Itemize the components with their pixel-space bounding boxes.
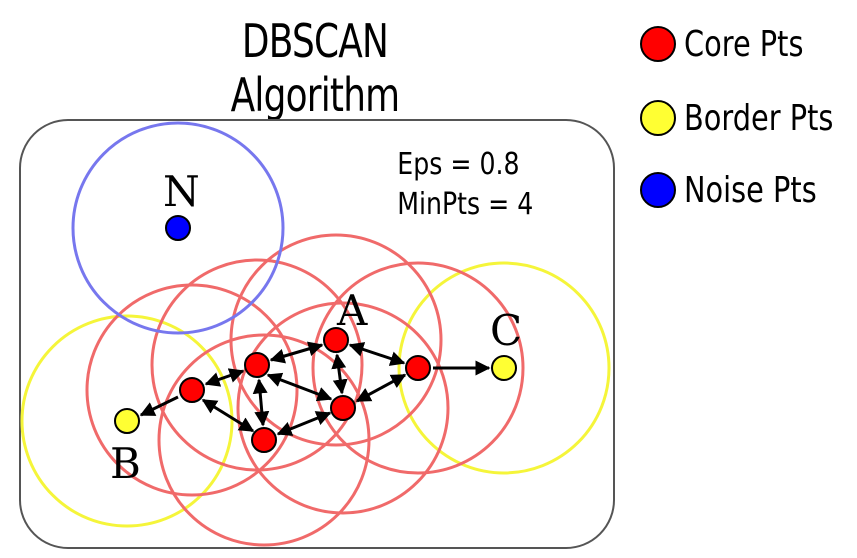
legend-core: Core Pts [640, 22, 833, 66]
core-point [405, 355, 431, 381]
legend-noise: Noise Pts [640, 168, 850, 212]
minpts-label: MinPts = 4 [397, 186, 533, 222]
border-neighborhood-c [397, 261, 611, 475]
eps-label: Eps = 0.8 [397, 146, 519, 182]
noise-neighborhood [71, 121, 285, 335]
neighborhoods [20, 121, 611, 547]
edges [139, 341, 491, 436]
border-point-c [491, 355, 517, 381]
edge [201, 398, 255, 433]
core-point [244, 352, 270, 378]
legend-border: Border Pts [640, 96, 857, 140]
point-label-c: C [490, 306, 522, 355]
point-label-b: B [110, 439, 141, 488]
legend-core-label: Core Pts [684, 23, 804, 65]
edge [331, 353, 348, 395]
edge [252, 378, 270, 427]
edge [269, 341, 324, 364]
legend-border-label: Border Pts [684, 97, 834, 139]
edge [355, 373, 407, 403]
border-legend-icon [640, 100, 676, 136]
edge [204, 368, 245, 387]
diagram-title: DBSCAN Algorithm [230, 14, 400, 122]
point-label-n: N [163, 167, 200, 216]
core-legend-icon [640, 26, 676, 62]
core-point [251, 427, 277, 453]
edge [266, 372, 333, 402]
core-neighborhood [229, 233, 443, 447]
point-label-a: A [336, 286, 368, 335]
border-point-b [114, 408, 140, 434]
core-point [330, 395, 356, 421]
core-point-a [323, 327, 349, 353]
edge [276, 411, 332, 436]
noise-point-n [165, 215, 191, 241]
edge [139, 395, 179, 417]
legend-noise-label: Noise Pts [684, 169, 817, 211]
edge [348, 342, 406, 366]
core-point [179, 377, 205, 403]
noise-legend-icon [640, 172, 676, 208]
core-neighborhood [311, 261, 525, 475]
diagram-frame [19, 119, 615, 549]
